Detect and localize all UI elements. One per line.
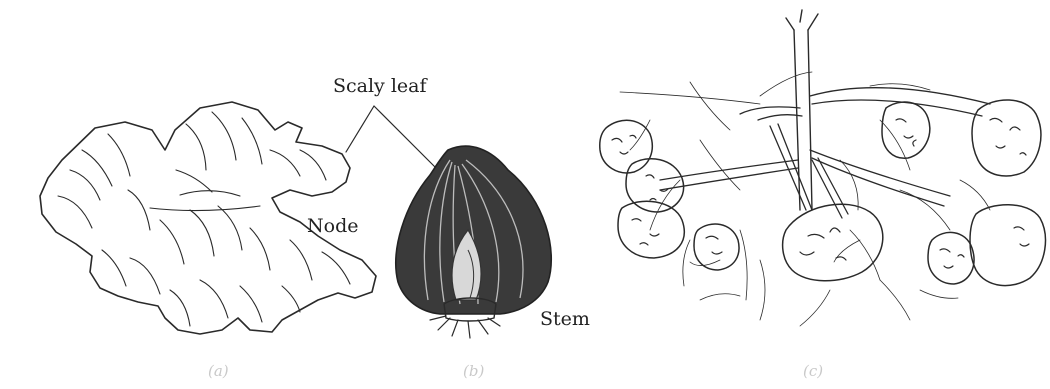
scaly-leaf-pointer-to-bulb xyxy=(374,106,440,172)
caption-c: (c) xyxy=(803,362,823,380)
potato-tuber xyxy=(970,205,1045,286)
onion-bulb-illustration xyxy=(396,146,551,338)
potato-tuber xyxy=(618,201,684,258)
potato-plant-illustration xyxy=(600,10,1046,326)
potato-tuber xyxy=(972,100,1041,176)
caption-b: (b) xyxy=(463,362,484,380)
scaly-leaf-label: Scaly leaf xyxy=(333,75,428,97)
stem-label: Stem xyxy=(540,308,590,330)
node-label: Node xyxy=(307,215,358,237)
caption-a: (a) xyxy=(208,362,229,380)
scaly-leaf-pointer-to-rhizome xyxy=(346,106,374,152)
potato-tuber xyxy=(928,232,974,284)
potato-tuber xyxy=(783,204,883,281)
potato-tuber xyxy=(600,120,653,173)
scaly-leaf-callout: Scaly leaf xyxy=(333,75,440,172)
potato-tuber xyxy=(694,224,739,270)
